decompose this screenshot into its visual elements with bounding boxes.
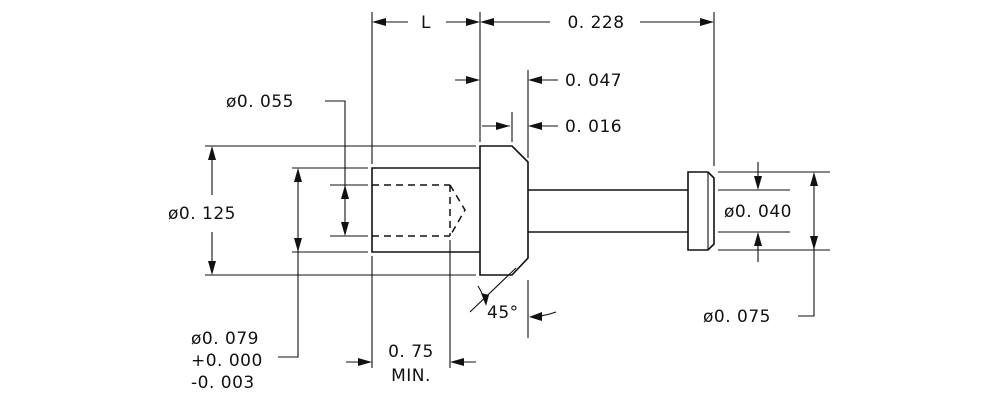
dim-length-label: L <box>421 13 431 33</box>
dim-head-width-label: 0. 047 <box>565 71 622 91</box>
dim-tip-diameter-label: ø0. 075 <box>703 307 771 327</box>
dim-length-L: L <box>372 13 480 33</box>
head-outline <box>479 145 529 276</box>
dim-pin-diameter-label: ø0. 040 <box>724 202 792 222</box>
dim-chamfer-angle-label: 45° <box>487 303 519 323</box>
dim-hole-depth-note: MIN. <box>391 366 431 386</box>
dim-shank-tolerance-plus: +0. 000 <box>191 351 263 371</box>
dim-pin-diameter: ø0. 040 <box>724 162 792 262</box>
dim-tip-diameter: ø0. 075 <box>703 172 818 327</box>
dim-chamfer-width: 0. 016 <box>482 117 622 137</box>
dim-shank-tolerance-minus: -0. 003 <box>191 373 255 393</box>
dim-shank-diameter: ø0. 079 +0. 000 -0. 003 <box>191 168 302 393</box>
dim-hole-diameter: ø0. 055 <box>226 92 349 236</box>
dim-head-diameter-label: ø0. 125 <box>168 204 236 224</box>
part-outline <box>371 145 715 276</box>
dim-overall-length: 0. 228 <box>480 13 714 33</box>
dim-head-diameter: ø0. 125 <box>168 146 236 275</box>
dim-head-width: 0. 047 <box>455 71 622 91</box>
dim-hole-depth-label: 0. 75 <box>388 342 434 362</box>
tip-outline <box>687 171 715 251</box>
dim-chamfer-width-label: 0. 016 <box>565 117 622 137</box>
dim-shank-diameter-label: ø0. 079 <box>191 329 259 349</box>
dim-overall-length-label: 0. 228 <box>567 13 624 33</box>
dim-hole-depth: 0. 75 MIN. <box>346 342 476 386</box>
hidden-hole <box>372 184 466 237</box>
dim-chamfer-angle: 45° <box>469 267 557 323</box>
dim-hole-diameter-label: ø0. 055 <box>226 92 294 112</box>
extension-lines <box>205 12 830 368</box>
shank-outline <box>371 167 480 253</box>
